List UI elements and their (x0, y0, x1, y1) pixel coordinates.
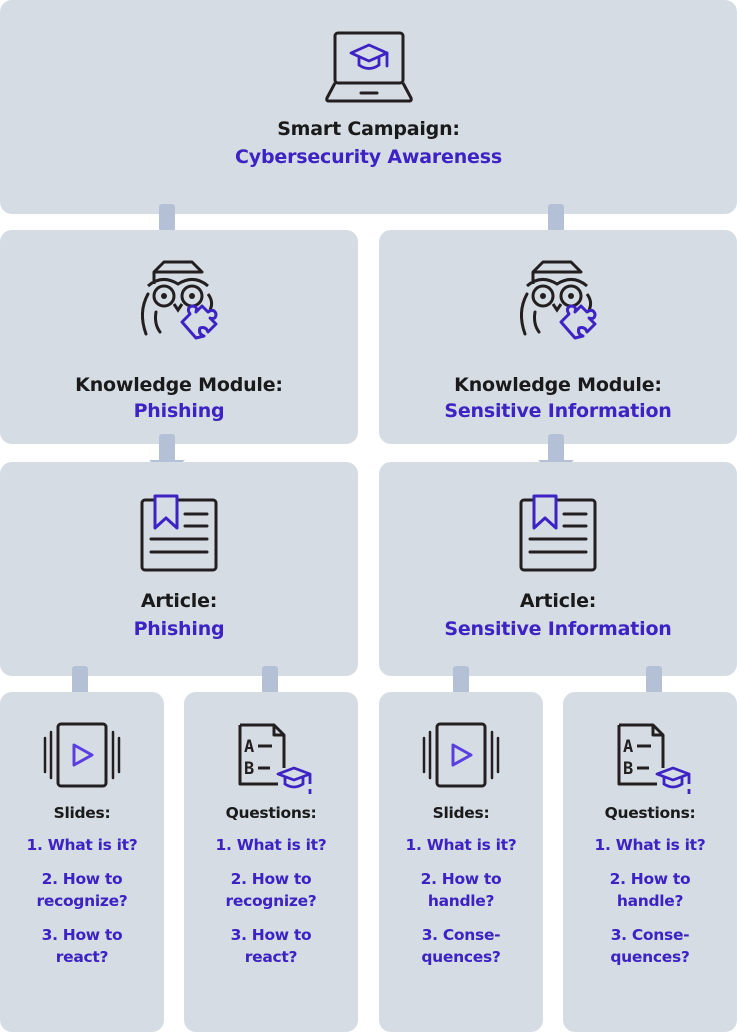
list-item: 1. What is it? (594, 836, 706, 854)
slides-list: 1. What is it? 2. How to handle? 3. Cons… (379, 834, 543, 980)
laptop-graduation-cap-icon (324, 31, 413, 103)
article-bookmark-icon (519, 494, 597, 572)
slides-box-phishing: Slides: 1. What is it? 2. How to recogni… (0, 692, 164, 1032)
article-box-phishing: Article: Phishing (0, 462, 358, 676)
article-subtitle: Phishing (133, 618, 225, 640)
svg-text:B: B (244, 759, 254, 779)
list-item: 1. What is it? (215, 836, 327, 854)
questions-box-sensitive-information: A B Questions: 1. What is it? 2. How to … (563, 692, 737, 1032)
quiz-graduation-cap-icon: A B (238, 723, 312, 794)
article-title: Article: (140, 590, 218, 612)
questions-box-phishing: A B Questions: 1. What is it? 2. How to … (184, 692, 358, 1032)
questions-title: Questions: (604, 804, 696, 822)
list-item: 3. Conse-quences? (421, 926, 501, 966)
module-box-phishing: Knowledge Module: Phishing (0, 230, 358, 444)
slides-title: Slides: (432, 804, 490, 822)
article-title: Article: (519, 590, 597, 612)
campaign-subtitle: Cybersecurity Awareness (235, 146, 502, 168)
list-item: 2. How to handle? (420, 870, 502, 910)
module-subtitle: Phishing (133, 400, 225, 422)
svg-text:B: B (623, 759, 633, 779)
module-title: Knowledge Module: (454, 374, 662, 396)
module-title: Knowledge Module: (75, 374, 283, 396)
module-box-sensitive-information: Knowledge Module: Sensitive Information (379, 230, 737, 444)
list-item: 3. How to react? (230, 926, 312, 966)
campaign-title: Smart Campaign: (277, 118, 460, 140)
list-item: 2. How to recognize? (36, 870, 128, 910)
owl-puzzle-icon (520, 260, 597, 340)
list-item: 3. Conse-quences? (610, 926, 690, 966)
svg-text:A: A (623, 737, 633, 757)
slides-play-icon (43, 722, 121, 788)
slides-title: Slides: (53, 804, 111, 822)
list-item: 1. What is it? (405, 836, 517, 854)
svg-text:A: A (244, 737, 254, 757)
article-bookmark-icon (140, 494, 218, 572)
module-subtitle: Sensitive Information (444, 400, 672, 422)
article-box-sensitive-information: Article: Sensitive Information (379, 462, 737, 676)
list-item: 3. How to react? (41, 926, 123, 966)
article-subtitle: Sensitive Information (444, 618, 672, 640)
quiz-graduation-cap-icon: A B (617, 723, 691, 794)
list-item: 2. How to recognize? (225, 870, 317, 910)
questions-title: Questions: (225, 804, 317, 822)
list-item: 2. How to handle? (609, 870, 691, 910)
list-item: 1. What is it? (26, 836, 138, 854)
campaign-box: Smart Campaign: Cybersecurity Awareness (0, 0, 737, 214)
slides-box-sensitive-information: Slides: 1. What is it? 2. How to handle?… (379, 692, 543, 1032)
slides-list: 1. What is it? 2. How to recognize? 3. H… (0, 834, 164, 980)
questions-list: 1. What is it? 2. How to recognize? 3. H… (184, 834, 358, 980)
owl-puzzle-icon (141, 260, 218, 340)
slides-play-icon (422, 722, 500, 788)
questions-list: 1. What is it? 2. How to handle? 3. Cons… (563, 834, 737, 980)
